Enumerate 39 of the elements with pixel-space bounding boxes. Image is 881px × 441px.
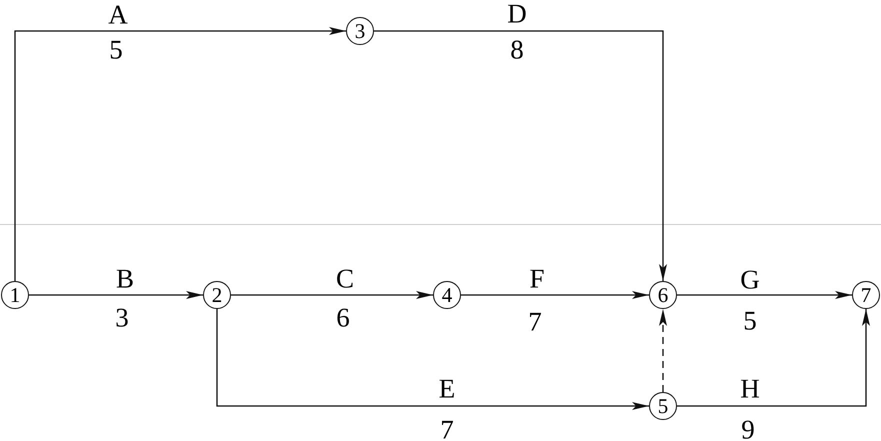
event-number: 7 xyxy=(860,284,872,306)
event-circle xyxy=(649,281,677,309)
duration-label: 6 xyxy=(336,304,350,332)
arrow xyxy=(231,291,433,299)
event-circle xyxy=(433,281,461,309)
arrow xyxy=(29,291,203,299)
event-number: 1 xyxy=(10,284,20,306)
duration-label: 5 xyxy=(743,308,757,334)
event-circle xyxy=(203,281,231,309)
arrow xyxy=(374,30,667,281)
duration-label: 7 xyxy=(528,308,542,336)
arrow xyxy=(14,27,346,281)
arrow xyxy=(677,309,870,407)
event-number: 4 xyxy=(442,284,452,306)
arrow xyxy=(216,309,649,410)
event-circle xyxy=(346,17,374,45)
duration-label: 5 xyxy=(109,36,123,64)
event-number: 2 xyxy=(212,284,222,306)
duration-label: 9 xyxy=(741,416,755,441)
event-circle xyxy=(649,392,677,420)
event-number: 3 xyxy=(354,20,366,42)
activity-label: F xyxy=(529,266,545,292)
duration-label: 7 xyxy=(440,416,454,441)
activity-label: G xyxy=(740,266,760,294)
duration-label: 8 xyxy=(510,36,524,64)
dashed-arrow xyxy=(659,309,667,392)
duration-label: 3 xyxy=(115,304,129,332)
event-circle xyxy=(1,281,29,309)
activity-label: B xyxy=(116,266,134,292)
activity-label: E xyxy=(438,376,456,402)
arrow xyxy=(677,291,852,299)
event-number: 5 xyxy=(658,396,668,416)
activity-label: H xyxy=(740,376,760,402)
activity-label: D xyxy=(507,0,527,28)
arrow xyxy=(461,291,649,299)
event-number: 6 xyxy=(658,284,668,306)
event-circle xyxy=(852,281,880,309)
activity-label: A xyxy=(108,2,128,28)
activity-label: C xyxy=(336,266,354,292)
